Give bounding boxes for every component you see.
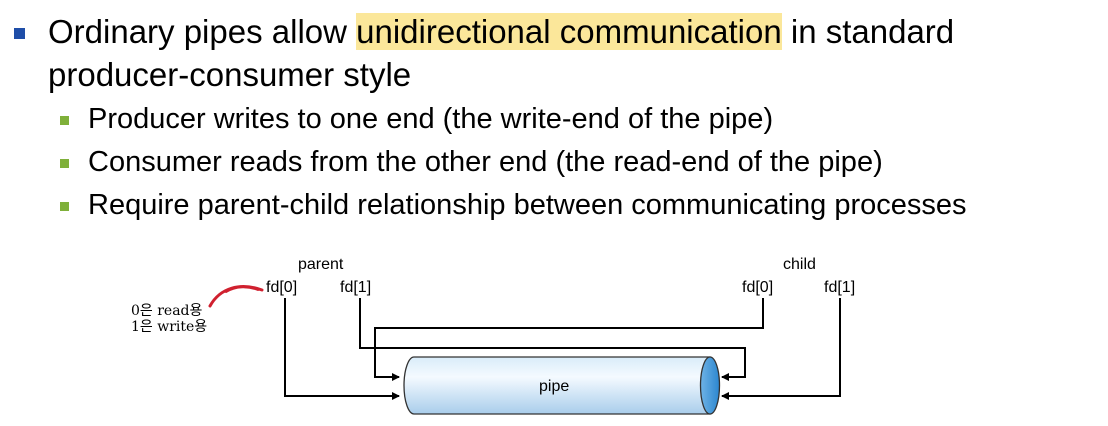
pipe-label: pipe bbox=[539, 378, 569, 395]
child-fd0-label: fd[0] bbox=[742, 279, 773, 296]
main-text-before: Ordinary pipes allow bbox=[48, 13, 357, 50]
main-bullet-text: Ordinary pipes allow unidirectional comm… bbox=[48, 10, 1098, 96]
pipe-shape bbox=[403, 356, 721, 415]
parent-fd1-label: fd[1] bbox=[340, 279, 371, 296]
sub-bullet-text-1: Producer writes to one end (the write-en… bbox=[88, 103, 774, 135]
main-text-after: in standard producer-consumer style bbox=[48, 13, 955, 93]
sub-bullet-icon bbox=[60, 116, 69, 125]
parent-fd0-label: fd[0] bbox=[266, 279, 297, 296]
sub-bullet-text-3: Require parent-child relationship betwee… bbox=[88, 189, 967, 221]
child-label: child bbox=[783, 256, 816, 273]
highlighted-phrase: unidirectional communication bbox=[356, 13, 782, 50]
sub-bullet-icon bbox=[60, 159, 69, 168]
sub-bullet-text-2: Consumer reads from the other end (the r… bbox=[88, 146, 883, 178]
annotation-note-line1: 0은 read용 bbox=[131, 303, 203, 319]
child-fd1-line bbox=[721, 298, 841, 400]
annotation-note-line2: 1은 write용 bbox=[131, 319, 207, 335]
child-fd0-line bbox=[374, 298, 764, 381]
sub-bullet-icon bbox=[60, 202, 69, 211]
parent-fd1-line bbox=[359, 298, 746, 381]
parent-fd0-line bbox=[284, 298, 400, 400]
child-fd1-label: fd[1] bbox=[824, 279, 855, 296]
parent-label: parent bbox=[298, 256, 344, 273]
main-bullet-icon bbox=[14, 28, 25, 39]
